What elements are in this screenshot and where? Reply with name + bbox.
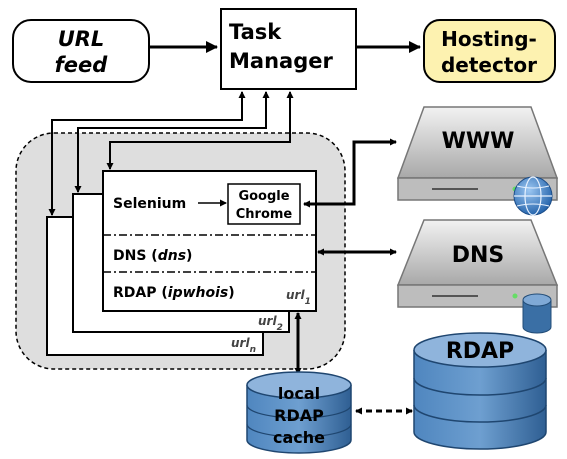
chrome-label-line1: Google [238, 189, 289, 204]
url-tag-n: urln [231, 336, 256, 355]
url-feed-label-line2: feed [55, 53, 109, 77]
rdap-database-label: RDAP [446, 339, 514, 364]
dns-server-icon: DNS [396, 219, 559, 308]
url-tag-2: url2 [258, 314, 283, 333]
database-icon [522, 293, 552, 334]
url-feed-label-line1: URL [58, 27, 105, 51]
local-rdap-cache: local RDAP cache [246, 371, 352, 454]
cache-label-line1: local [278, 384, 320, 403]
hosting-detector-label-line1: Hosting- [441, 27, 537, 51]
url-feed-box: URL feed [12, 19, 150, 83]
chrome-label-line2: Chrome [236, 207, 293, 222]
cache-label-line2: RDAP [274, 406, 324, 425]
cache-label-line3: cache [273, 428, 325, 447]
globe-icon [513, 176, 553, 216]
selenium-label: Selenium [113, 196, 186, 212]
task-manager-label-line2: Manager [229, 49, 333, 73]
hosting-detector-box: Hosting- detector [423, 19, 556, 83]
link-chrome-www [303, 138, 397, 208]
hosting-detector-label-line2: detector [441, 53, 537, 77]
dns-server-label: DNS [452, 243, 505, 268]
url-tag-1: url1 [286, 288, 311, 307]
rdap-module-label: RDAP (ipwhois) [113, 285, 235, 301]
worker-card-1: Selenium Google Chrome DNS (dns) RDAP (i… [102, 170, 317, 312]
dns-module-label: DNS (dns) [113, 248, 192, 264]
www-server-label: WWW [442, 129, 515, 154]
link-manager-worker-1 [106, 91, 294, 170]
rdap-database: RDAP [413, 332, 547, 450]
task-manager-label-line1: Task [229, 20, 282, 44]
task-manager-box: Task Manager [220, 8, 357, 90]
